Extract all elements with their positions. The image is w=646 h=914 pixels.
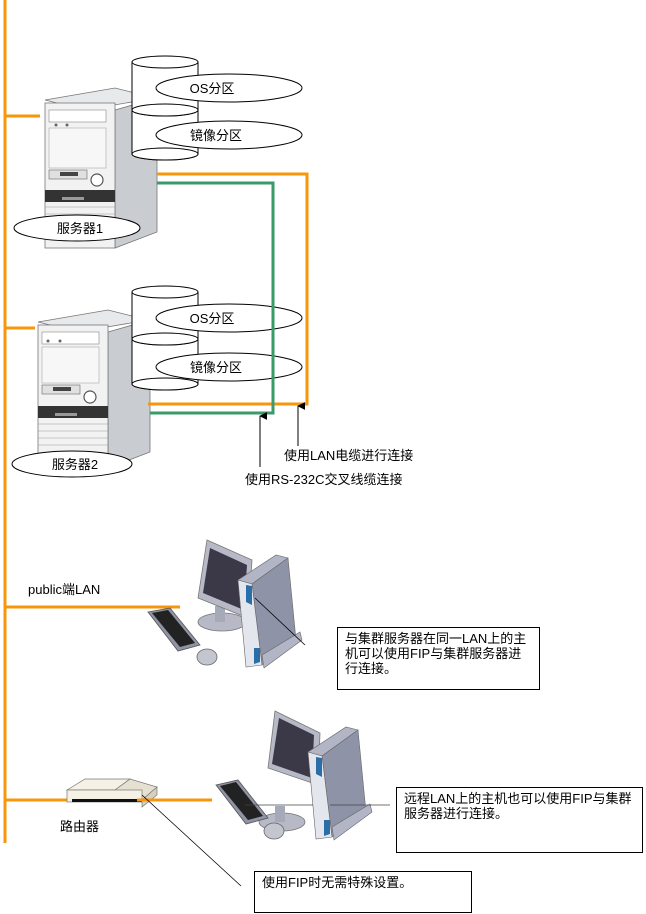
os-partition-label: OS分区: [155, 303, 303, 333]
router-note-callout: 使用FIP时无需特殊设置。: [254, 871, 472, 913]
pc-tower-icon: [237, 554, 303, 669]
svg-text:OS分区: OS分区: [190, 311, 235, 326]
svg-text:OS分区: OS分区: [190, 81, 235, 96]
monitor-icon: [197, 539, 253, 632]
svg-text:服务器1: 服务器1: [57, 221, 103, 236]
router-icon: [65, 778, 158, 808]
remote-host-callout: 远程LAN上的主机也可以使用FIP与集群服务器进行连接。: [396, 787, 643, 853]
pc-tower-icon: [307, 726, 373, 841]
remote-client-pc: [215, 710, 373, 841]
rs232c-cable-label: 使用RS-232C交叉线缆连接: [245, 472, 402, 487]
mirror-partition-label: 镜像分区: [155, 120, 303, 150]
router-label: 路由器: [60, 819, 99, 834]
public-lan-backbone: [3, 0, 180, 843]
os-partition-label: OS分区: [155, 73, 303, 103]
local-host-callout: 与集群服务器在同一LAN上的主机可以使用FIP与集群服务器进行连接。: [337, 627, 540, 690]
public-lan-label: public端LAN: [28, 582, 100, 597]
svg-text:镜像分区: 镜像分区: [190, 360, 242, 375]
mouse-icon: [263, 822, 285, 840]
server-1-name-label: 服务器1: [13, 214, 141, 242]
local-callout-pointer: [254, 597, 306, 646]
svg-text:服务器2: 服务器2: [52, 457, 98, 472]
server-2-name-label: 服务器2: [11, 450, 133, 478]
server-1: OS分区 镜像分区 服务器1: [13, 55, 303, 249]
router-callout-pointer: [141, 794, 242, 887]
interconnect-lan-cable: [148, 172, 309, 406]
svg-text:镜像分区: 镜像分区: [190, 128, 242, 143]
local-client-pc: [147, 539, 303, 669]
server-2: OS分区 镜像分区 服务器2: [11, 285, 303, 478]
lan-cable-label: 使用LAN电缆进行连接: [284, 448, 413, 463]
rs232c-cable: [150, 181, 275, 415]
keyboard-icon: [147, 607, 201, 652]
mirror-partition-label: 镜像分区: [155, 352, 303, 382]
monitor-icon: [258, 710, 321, 832]
keyboard-icon: [215, 779, 269, 825]
mouse-icon: [196, 648, 218, 666]
